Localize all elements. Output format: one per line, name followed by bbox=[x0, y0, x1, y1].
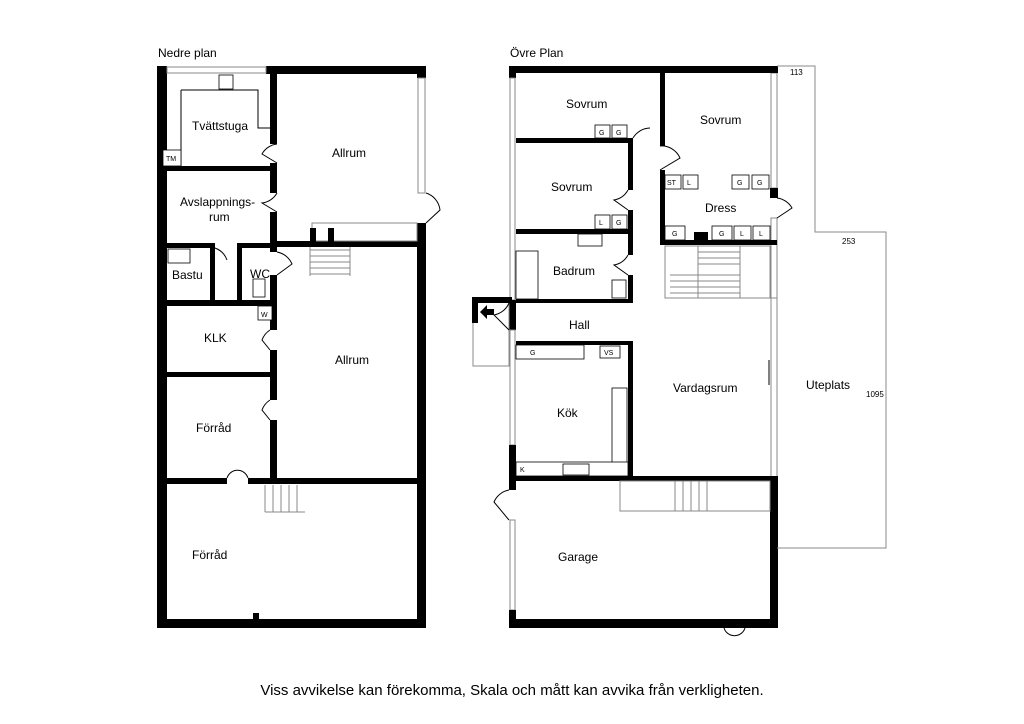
area-uteplats: Uteplats bbox=[806, 378, 850, 392]
fixture-g: G bbox=[719, 231, 724, 238]
upper-plan-title: Övre Plan bbox=[510, 46, 563, 60]
fixture-vs: VS bbox=[604, 350, 614, 357]
fixture-g: G bbox=[616, 130, 621, 137]
dimension-253: 253 bbox=[842, 237, 856, 246]
dimension-1095: 1095 bbox=[866, 390, 884, 399]
room-garage: Garage bbox=[558, 550, 598, 564]
fixture-k: K bbox=[520, 467, 525, 474]
room-klk: KLK bbox=[204, 331, 227, 345]
room-forrad-1: Förråd bbox=[196, 421, 231, 435]
fixture-l: L bbox=[599, 220, 603, 227]
lower-plan-title: Nedre plan bbox=[158, 46, 217, 60]
room-bastu: Bastu bbox=[172, 268, 203, 282]
disclaimer-text: Viss avvikelse kan förekomma, Skala och … bbox=[260, 682, 764, 699]
lower-floor-plan: Nedre plan TM bbox=[157, 46, 441, 628]
room-sovrum-3: Sovrum bbox=[551, 180, 592, 194]
room-allrum-mid: Allrum bbox=[335, 353, 369, 367]
room-avslappningsrum-line1: Avslappnings- bbox=[180, 195, 255, 209]
fixture-l: L bbox=[759, 231, 763, 238]
room-wc: WC bbox=[250, 267, 270, 281]
fixture-g: G bbox=[737, 180, 742, 187]
tm-fixture-label: TM bbox=[166, 156, 176, 163]
room-avslappningsrum-line2: rum bbox=[209, 210, 230, 224]
dimension-113: 113 bbox=[790, 68, 803, 77]
room-forrad-2: Förråd bbox=[192, 548, 227, 562]
fixture-g: G bbox=[530, 350, 535, 357]
fixture-l: L bbox=[740, 231, 744, 238]
w-fixture-label: W bbox=[261, 312, 268, 319]
room-badrum: Badrum bbox=[553, 264, 595, 278]
fixture-st: ST bbox=[667, 180, 677, 187]
fixture-g: G bbox=[757, 180, 762, 187]
fixture-g: G bbox=[616, 220, 621, 227]
fixture-g: G bbox=[672, 231, 677, 238]
room-sovrum-1: Sovrum bbox=[566, 97, 607, 111]
room-sovrum-2: Sovrum bbox=[700, 113, 741, 127]
upper-floor-plan: Övre Plan 113 253 1095 bbox=[472, 46, 887, 637]
room-dress: Dress bbox=[705, 201, 736, 215]
room-allrum-top: Allrum bbox=[332, 146, 366, 160]
fixture-g: G bbox=[599, 130, 604, 137]
room-vardagsrum: Vardagsrum bbox=[673, 381, 737, 395]
room-tvattstuga: Tvättstuga bbox=[192, 119, 248, 133]
fixture-l: L bbox=[687, 180, 691, 187]
room-hall: Hall bbox=[569, 318, 590, 332]
room-kok: Kök bbox=[557, 406, 579, 420]
